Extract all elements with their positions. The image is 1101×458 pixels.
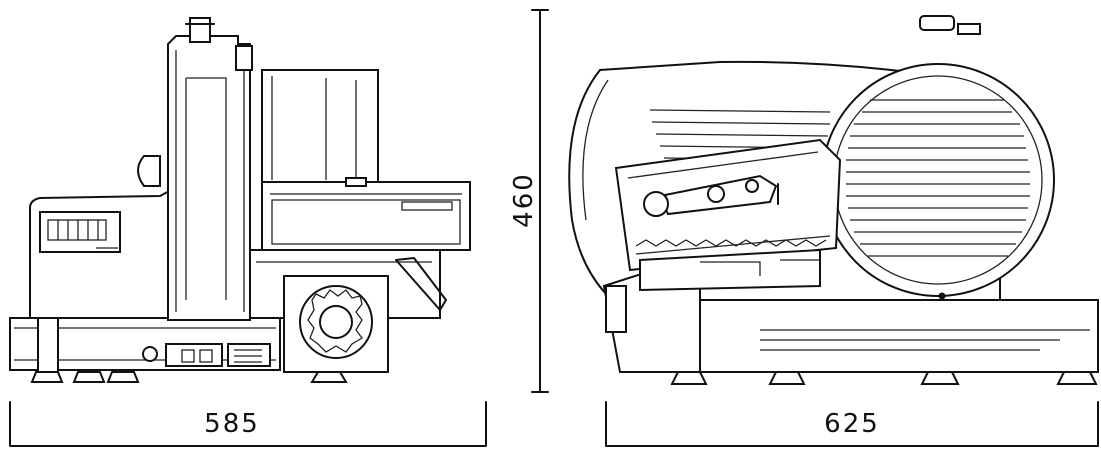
front-width-dimension: 625 [605,401,1099,447]
height-label: 460 [509,172,539,228]
front-view [568,15,1099,385]
height-dimension: 460 [509,9,549,393]
side-width-dimension: 585 [9,401,487,447]
side-width-label: 585 [204,409,260,439]
side-view [9,17,471,383]
front-width-label: 625 [824,409,880,439]
